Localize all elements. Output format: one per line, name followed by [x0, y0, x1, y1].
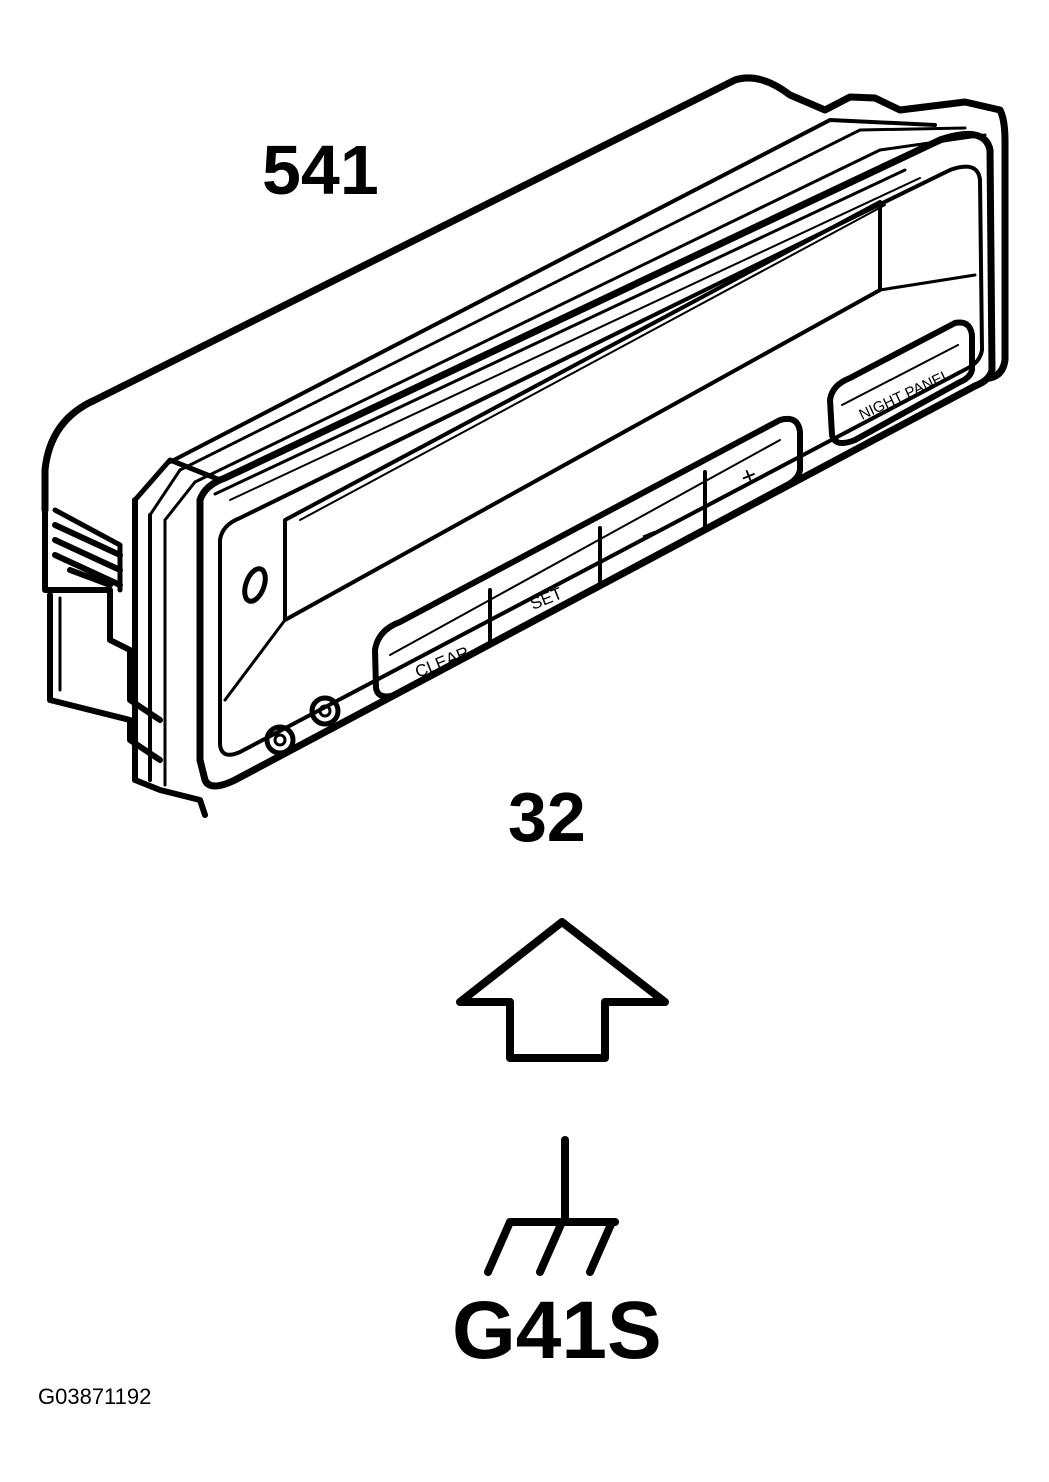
figure-code-label: G03871192 [38, 1384, 152, 1409]
ground-id-label: G41S [452, 1285, 662, 1376]
knob-right [309, 695, 341, 727]
up-arrow-icon [456, 918, 669, 1062]
ground-symbol-icon [484, 1136, 619, 1276]
clear-button-label: CLEAR [412, 643, 472, 682]
view-number-label: 32 [508, 778, 586, 856]
module-number-label: 541 [262, 131, 379, 209]
knob-left [264, 724, 296, 756]
control-module [41, 74, 1009, 818]
